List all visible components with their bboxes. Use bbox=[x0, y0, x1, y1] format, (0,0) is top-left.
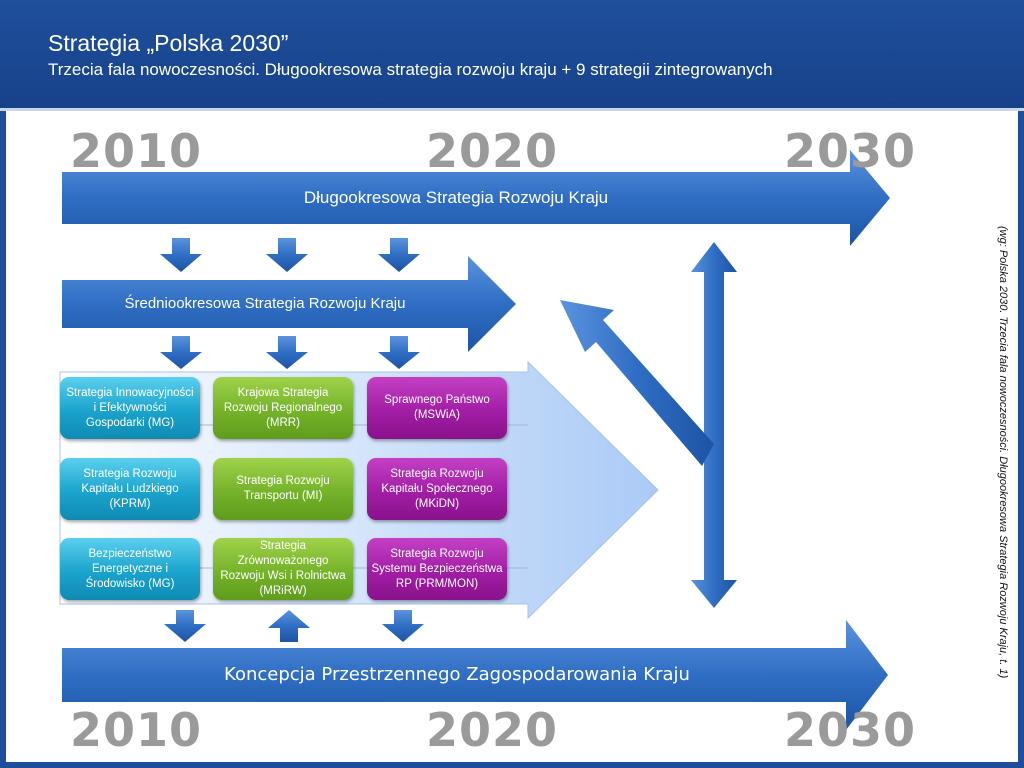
slide-subtitle: Trzecia fala nowoczesności. Długookresow… bbox=[48, 60, 773, 79]
strategy-box: Strategia Rozwoju Kapitału Społecznego (… bbox=[367, 458, 507, 520]
source-note: (wg: Polska 2030. Trzecia fala nowoczesn… bbox=[997, 226, 1009, 679]
mid-term-arrow-label: Średniookresowa Strategia Rozwoju Kraju bbox=[124, 295, 406, 312]
strategy-box: Bezpieczeństwo Energetyczne i Środowisko… bbox=[60, 538, 200, 600]
long-term-arrow-label: Długookresowa Strategia Rozwoju Kraju bbox=[303, 188, 609, 207]
mid-term-arrow bbox=[62, 256, 516, 352]
down-arrow bbox=[382, 610, 424, 642]
down-arrow bbox=[378, 336, 420, 369]
strategy-box: Strategia Rozwoju Kapitału Ludzkiego (KP… bbox=[60, 458, 200, 520]
spatial-arrow-label: Koncepcja Przestrzennego Zagospodarowani… bbox=[224, 664, 690, 685]
strategy-box: Strategia Zrównoważonego Rozwoju Wsi i R… bbox=[213, 538, 353, 600]
strategy-box: Sprawnego Państwo (MSWiA) bbox=[367, 377, 507, 439]
year-label-top: 2010 bbox=[70, 124, 203, 178]
slide-header: Strategia „Polska 2030” Trzecia fala now… bbox=[0, 0, 1024, 111]
spatial-arrow bbox=[62, 620, 888, 730]
background-arrow bbox=[59, 360, 659, 620]
down-arrow bbox=[378, 238, 420, 272]
year-label-bottom: 2030 bbox=[784, 703, 917, 757]
up-arrow bbox=[268, 610, 310, 642]
vertical-double-arrow bbox=[691, 242, 737, 608]
down-arrow bbox=[164, 610, 206, 642]
slide-title: Strategia „Polska 2030” bbox=[48, 30, 289, 56]
strategy-box: Strategia Innowacyjności i Efektywności … bbox=[60, 377, 200, 439]
year-label-bottom: 2010 bbox=[70, 703, 203, 757]
strategy-box: Strategia Rozwoju Transportu (MI) bbox=[213, 458, 353, 520]
down-arrow bbox=[266, 336, 308, 369]
down-arrow bbox=[160, 238, 202, 272]
strategy-box: Strategia Rozwoju Systemu Bezpieczeństwa… bbox=[367, 538, 507, 600]
year-label-top: 2030 bbox=[784, 124, 917, 178]
slide-frame bbox=[0, 111, 1024, 768]
year-label-bottom: 2020 bbox=[426, 703, 559, 757]
year-label-top: 2020 bbox=[426, 124, 559, 178]
diagonal-arrow bbox=[560, 300, 714, 466]
strategy-box: Krajowa Strategia Rozwoju Regionalnego (… bbox=[213, 377, 353, 439]
down-arrow bbox=[160, 336, 202, 369]
long-term-arrow bbox=[62, 150, 890, 246]
down-arrow bbox=[266, 238, 308, 272]
